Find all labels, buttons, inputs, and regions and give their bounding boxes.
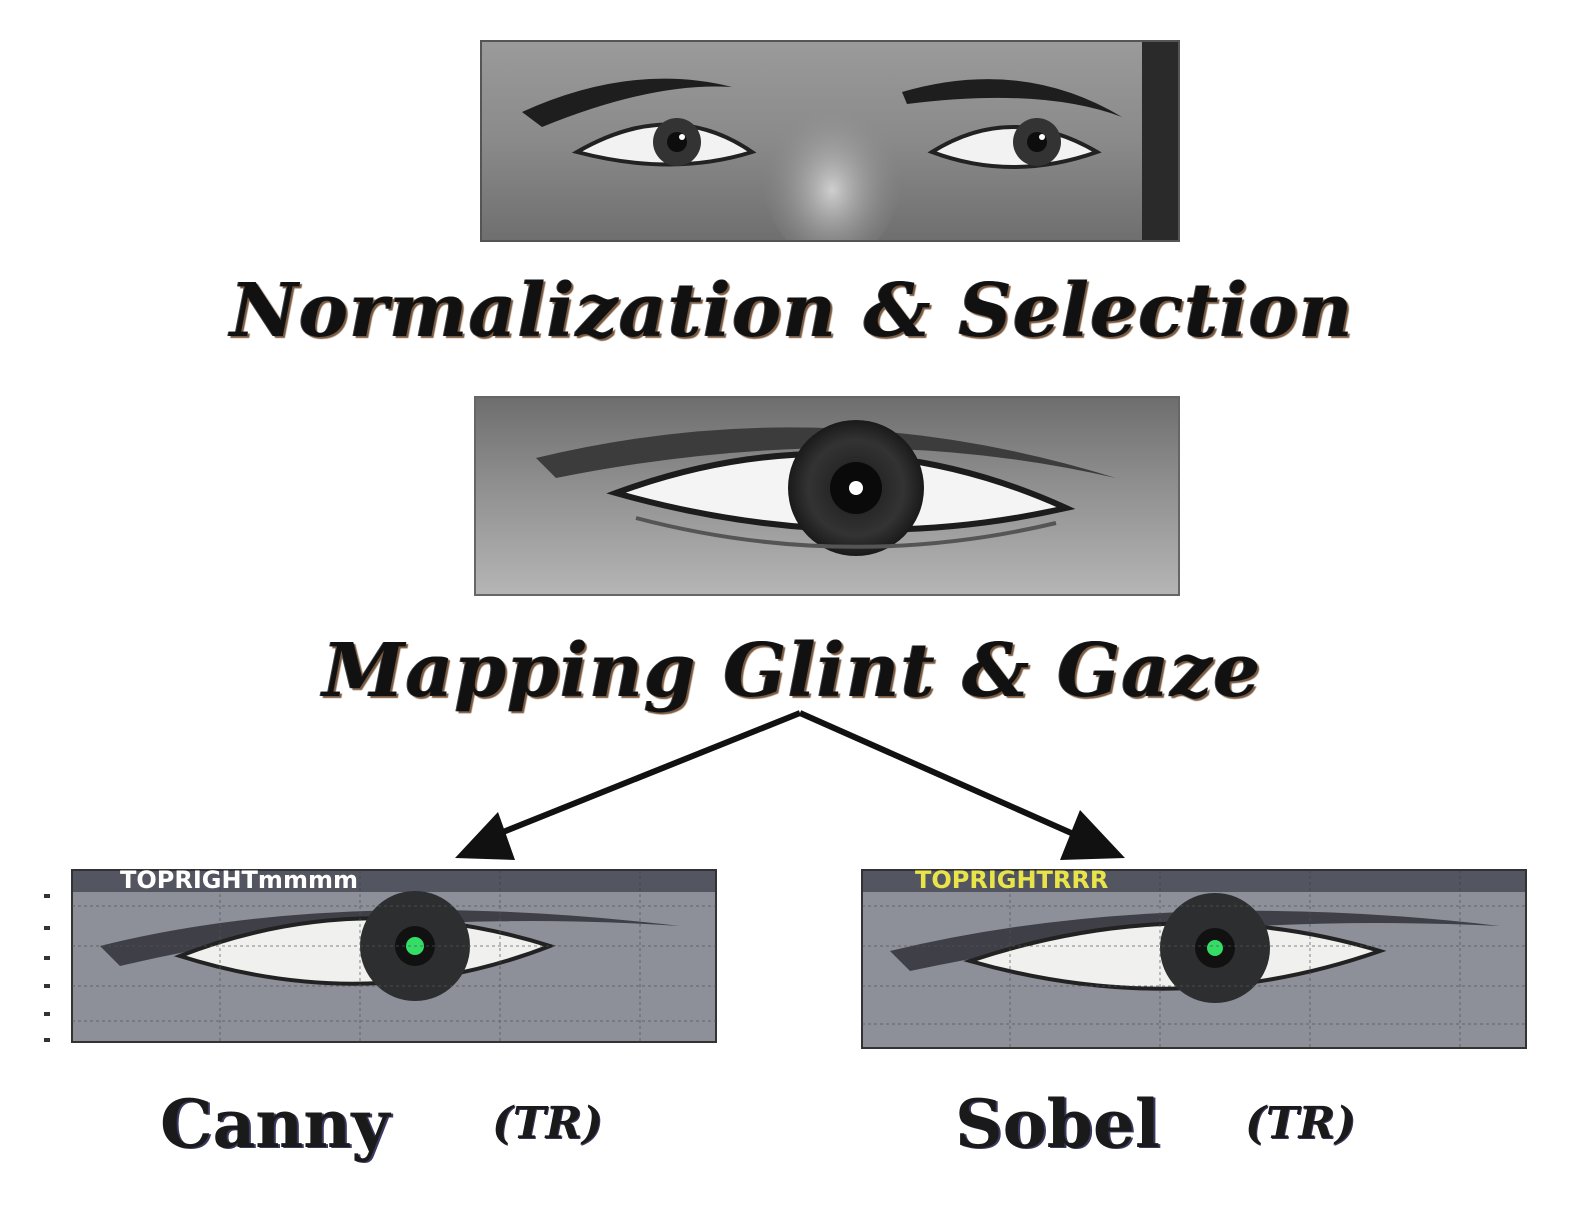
arrow-to-canny [486, 710, 802, 841]
face-eyes-photo [480, 40, 1180, 242]
single-eye-photo [474, 396, 1180, 596]
canny-result-plot: TOPRIGHTmmmm [40, 866, 720, 1056]
canny-overlay-text: TOPRIGHTmmmm [120, 866, 358, 894]
arrowhead-canny-icon [455, 812, 515, 860]
arrowhead-sobel-icon [1060, 810, 1125, 860]
normalization-selection-label: Normalization & Selection [230, 268, 1354, 354]
sobel-result-plot: TOPRIGHTRRR [860, 866, 1530, 1056]
mapping-glint-gaze-label: Mapping Glint & Gaze [322, 628, 1262, 714]
canny-tag: (TR) [492, 1098, 603, 1149]
sobel-label: Sobel [955, 1085, 1160, 1163]
sobel-overlay-text: TOPRIGHTRRR [915, 866, 1108, 894]
sobel-tag: (TR) [1245, 1098, 1356, 1149]
arrow-to-sobel [798, 710, 1080, 839]
canny-label: Canny [160, 1085, 390, 1163]
